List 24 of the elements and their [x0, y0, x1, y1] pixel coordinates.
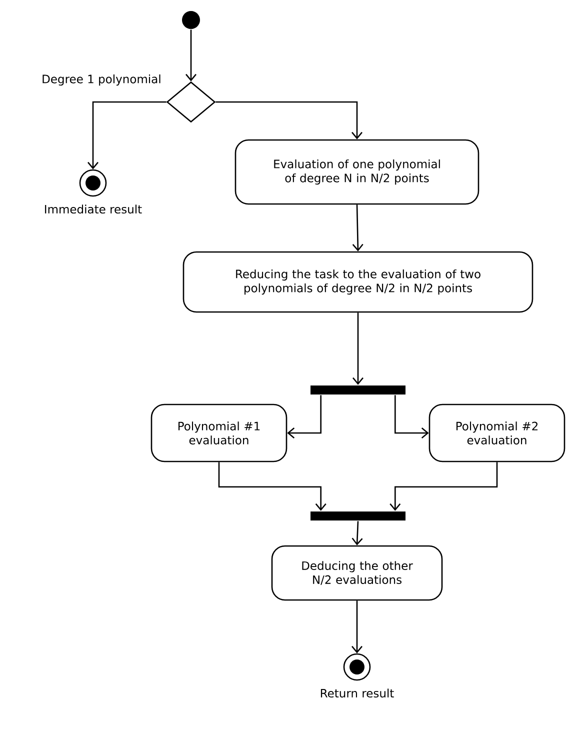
- end-node: [79, 169, 107, 197]
- node-caption: Degree 1 polynomial: [42, 74, 160, 86]
- action-box: Reducing the task to the evaluation of two polynomials of degree N/2 in N/2 points: [182, 251, 534, 313]
- arrow: [390, 462, 498, 511]
- arrow: [394, 395, 429, 438]
- start-node: [182, 11, 200, 29]
- arrow: [352, 312, 364, 385]
- action-box: Evaluation of one polynomial of degree N in N/2 points: [234, 139, 480, 205]
- arrow: [352, 521, 363, 546]
- action-box: Polynomial #1 evaluation: [150, 404, 288, 462]
- arrow: [352, 600, 362, 654]
- arrow: [218, 462, 326, 511]
- sync-bar: [310, 386, 406, 394]
- arrow: [88, 101, 166, 170]
- action-box: Deducing the other N/2 evaluations: [271, 545, 443, 601]
- arrow: [216, 101, 362, 140]
- node-caption: Return result: [320, 688, 394, 698]
- end-node: [343, 653, 371, 681]
- arrow: [352, 204, 364, 252]
- action-box: Polynomial #2 evaluation: [428, 404, 566, 462]
- node-caption: Immediate result: [45, 204, 142, 214]
- arrow: [287, 395, 322, 438]
- sync-bar: [310, 512, 406, 520]
- arrow: [186, 30, 196, 82]
